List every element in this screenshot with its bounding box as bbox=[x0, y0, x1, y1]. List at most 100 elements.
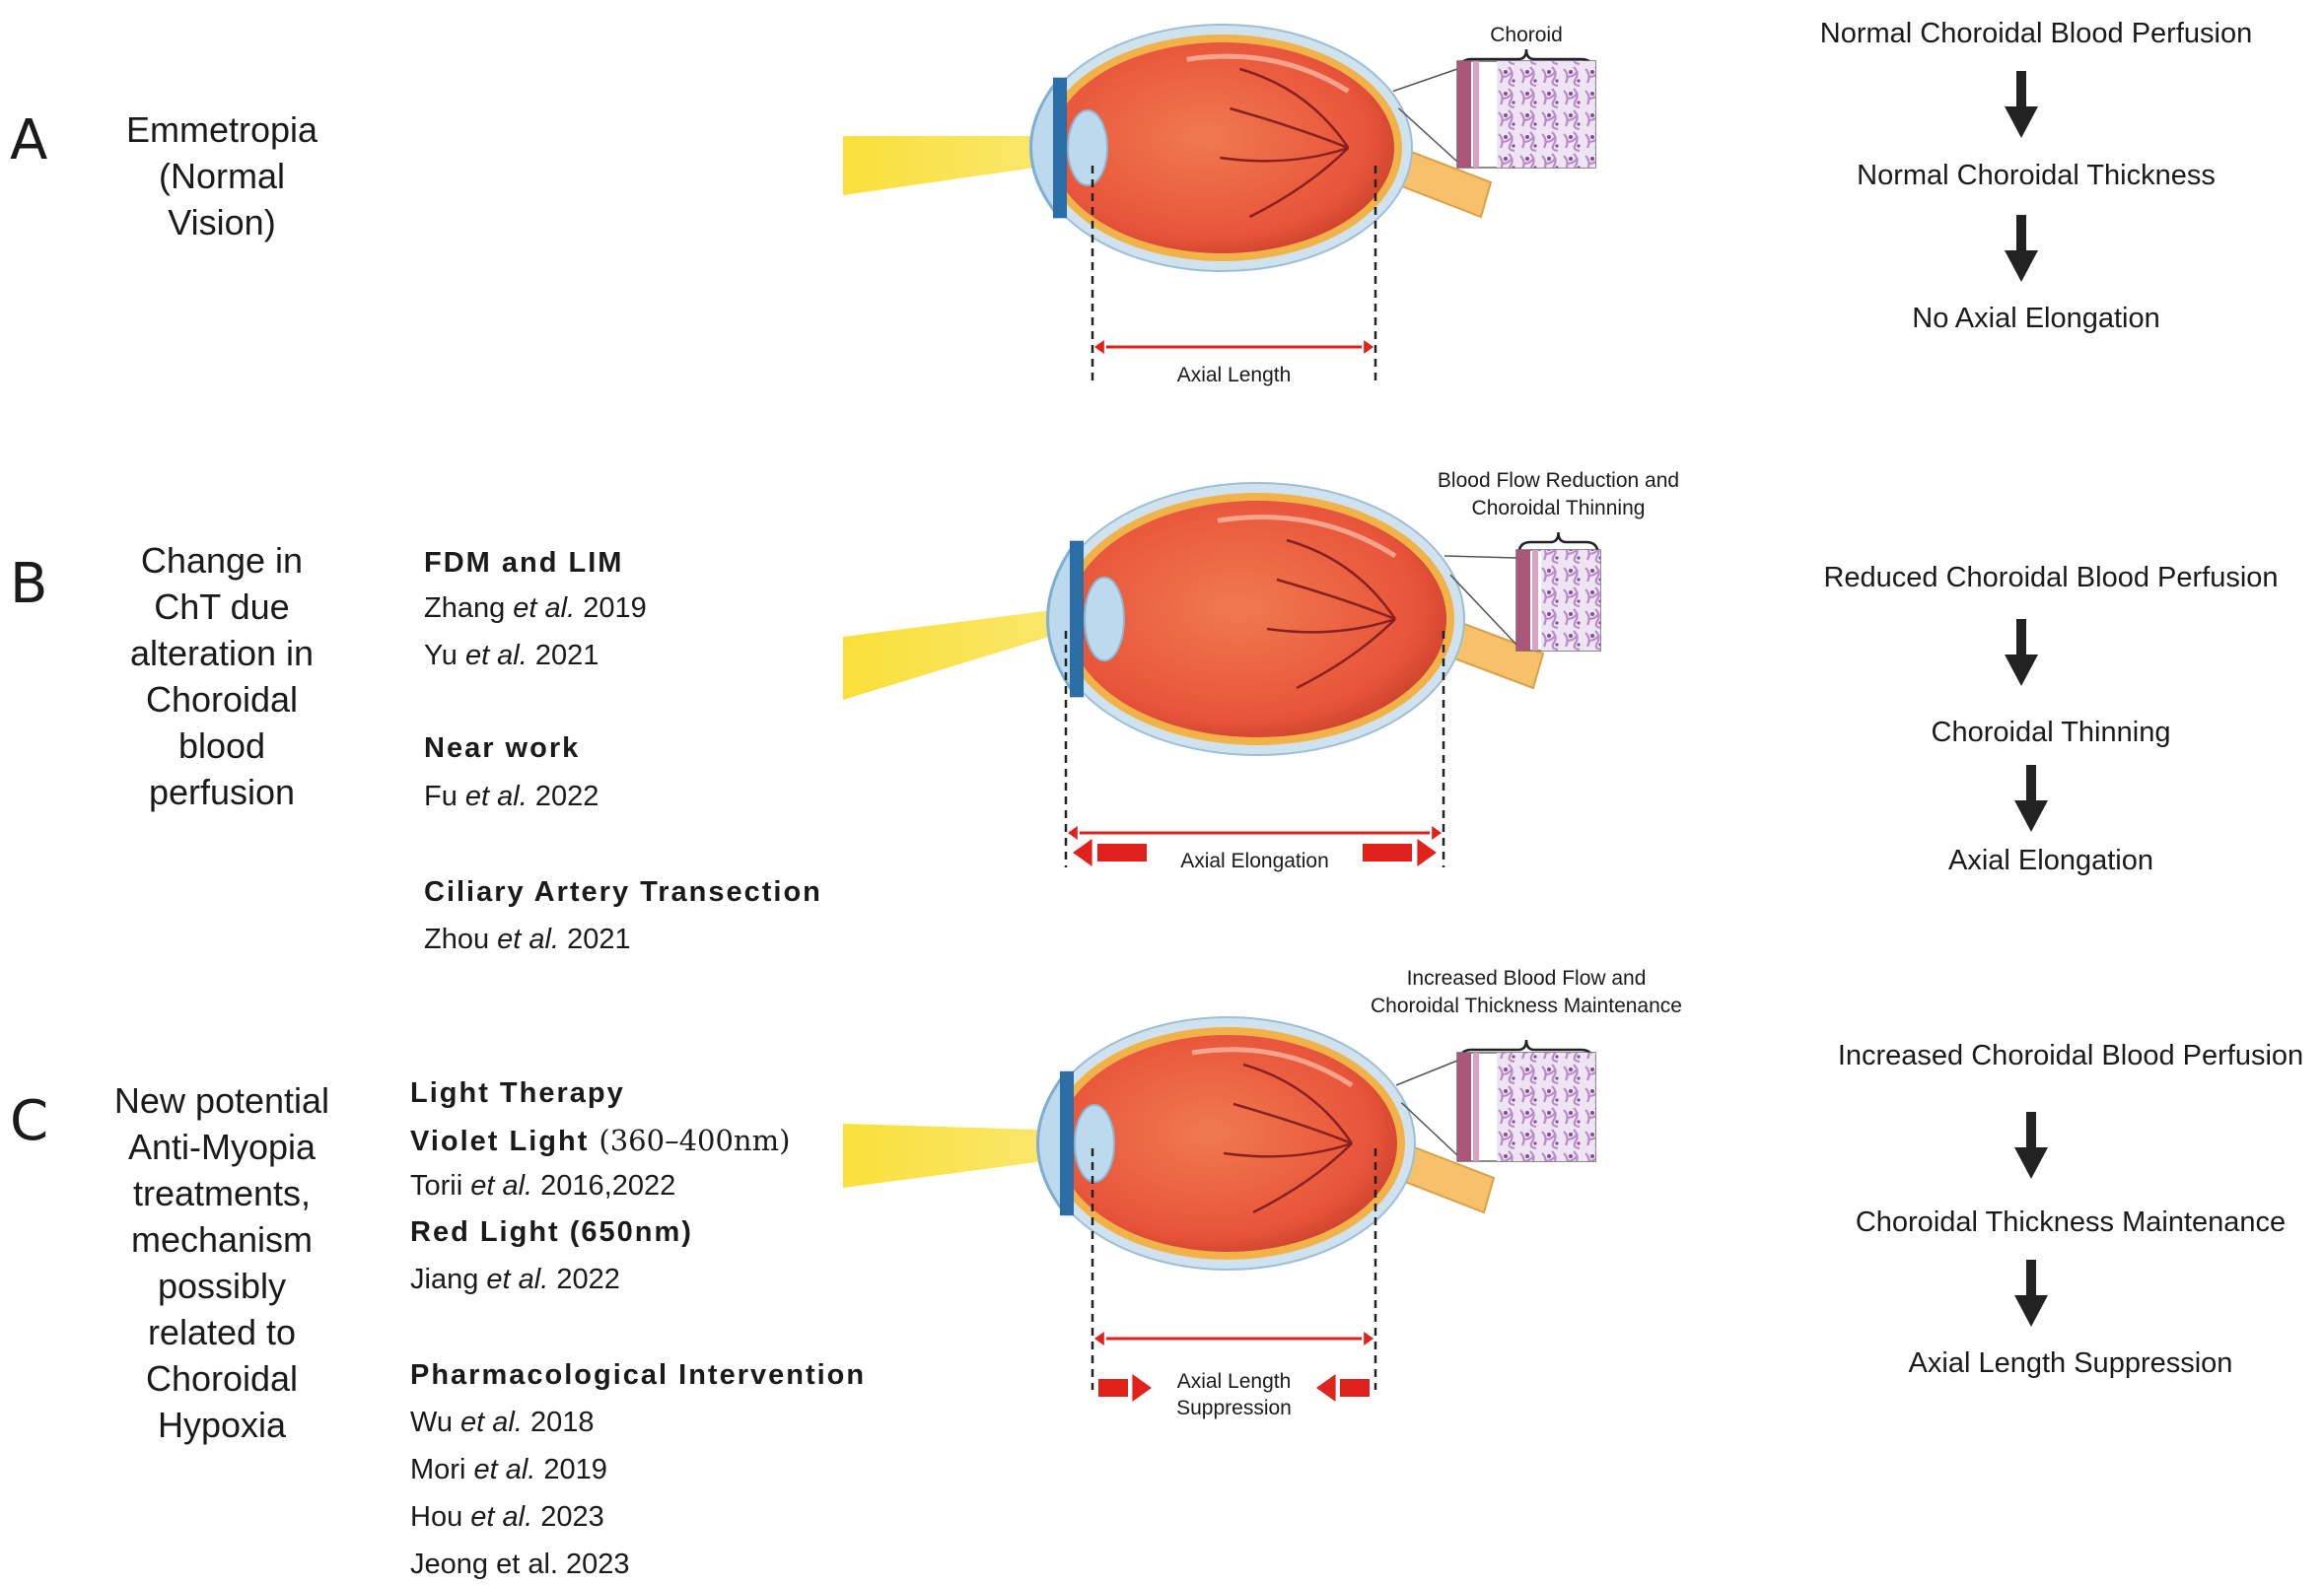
reference-citation: Zhang et al. 2019 bbox=[424, 592, 647, 625]
reference-citation: Torii et al. 2016,2022 bbox=[410, 1170, 675, 1203]
down-arrow-icon bbox=[2014, 765, 2048, 832]
blood-vessel bbox=[1276, 578, 1396, 621]
blood-vessel bbox=[1239, 67, 1350, 149]
author: Jiang bbox=[410, 1264, 479, 1295]
blood-vessel bbox=[1252, 1142, 1353, 1214]
panel-title-line: New potential bbox=[113, 1080, 330, 1121]
reference-citation: Fu et al. 2022 bbox=[424, 781, 599, 813]
reference-heading-text: Near work bbox=[424, 732, 581, 764]
panel-title-line: (Normal bbox=[158, 156, 285, 196]
blood-vessel bbox=[1232, 1102, 1353, 1145]
blood-vessel bbox=[1266, 617, 1396, 634]
panel-title-line: Emmetropia bbox=[125, 109, 318, 150]
panel-title-line: ChT due bbox=[154, 586, 290, 627]
blood-vessel bbox=[1220, 146, 1349, 163]
reference-citation: Jiang et al. 2022 bbox=[410, 1264, 620, 1296]
down-arrow-icon bbox=[2005, 215, 2038, 282]
vitreous-body bbox=[1068, 501, 1446, 737]
et-al: et al. bbox=[513, 592, 576, 624]
panel-title-line: Hypoxia bbox=[157, 1405, 287, 1445]
year: 2019 bbox=[575, 592, 647, 624]
et-al: et al. bbox=[460, 1407, 523, 1438]
axis-label: Axial Elongation bbox=[1107, 848, 1403, 874]
lens bbox=[1067, 109, 1108, 186]
reference-heading: Violet Light (360–400nm) bbox=[410, 1124, 790, 1158]
author: Fu bbox=[424, 781, 458, 812]
reference-citation: Zhou et al. 2021 bbox=[424, 924, 631, 956]
blood-vessel bbox=[1286, 538, 1397, 620]
vitreous-body bbox=[1051, 42, 1394, 253]
reference-citation: Yu et al. 2021 bbox=[424, 640, 599, 672]
iris bbox=[1053, 77, 1067, 219]
panel-title-line: Choroidal bbox=[145, 1358, 299, 1399]
et-al: et al. bbox=[473, 1454, 536, 1485]
year: 2022 bbox=[548, 1264, 620, 1295]
double-arrow-icon bbox=[1094, 1332, 1373, 1402]
panel-title-line: related to bbox=[147, 1312, 297, 1352]
panel-title-line: blood bbox=[177, 725, 266, 766]
reference-heading-text: Ciliary Artery Transection bbox=[424, 876, 822, 908]
flow-step: Increased Choroidal Blood Perfusion bbox=[1837, 1040, 2304, 1071]
flow-step: No Axial Elongation bbox=[1912, 303, 2160, 334]
citation-text: Jeong et al. 2023 bbox=[410, 1549, 630, 1580]
wavelength-range: (360–400nm) bbox=[599, 1124, 791, 1157]
reference-heading: FDM and LIM bbox=[424, 547, 623, 580]
reference-heading: Pharmacological Intervention bbox=[410, 1359, 866, 1392]
panel-c-graphics bbox=[843, 1016, 2048, 1402]
year: 2022 bbox=[527, 781, 599, 812]
author: Wu bbox=[410, 1407, 453, 1438]
axis-label-line: Axial Length bbox=[1176, 1370, 1292, 1393]
brace bbox=[1457, 48, 1595, 74]
axis-label-line: Suppression bbox=[1176, 1397, 1292, 1419]
vitreous-body bbox=[1058, 1035, 1397, 1252]
panel-letter: A bbox=[10, 108, 48, 172]
reference-citation: Jeong et al. 2023 bbox=[410, 1549, 630, 1581]
blood-vessel bbox=[1242, 1063, 1354, 1144]
axis-label-line: Axial Elongation bbox=[1180, 850, 1329, 872]
down-arrow-icon bbox=[2005, 619, 2038, 686]
down-arrow-icon bbox=[2014, 1260, 2048, 1327]
inset-label-line: Choroidal Thickness Maintenance bbox=[1371, 995, 1682, 1017]
light-beam bbox=[843, 607, 1405, 700]
reference-heading: Near work bbox=[424, 732, 580, 765]
reference-heading-text: FDM and LIM bbox=[424, 547, 624, 579]
iris bbox=[1070, 540, 1084, 698]
inset-label-line: Increased Blood Flow and bbox=[1406, 967, 1647, 990]
inset-label: Choroid bbox=[1329, 22, 1724, 49]
reference-heading-text: Pharmacological Intervention bbox=[410, 1359, 867, 1391]
panel-title-line: possibly bbox=[157, 1266, 287, 1306]
lens bbox=[1074, 1104, 1115, 1183]
flow-step: Axial Length Suppression bbox=[1908, 1347, 2233, 1379]
year: 2019 bbox=[535, 1454, 607, 1485]
reference-citation: Wu et al. 2018 bbox=[410, 1407, 595, 1439]
author: Mori bbox=[410, 1454, 466, 1485]
panel-title-line: mechanism bbox=[130, 1219, 314, 1260]
inset-label-line: Choroid bbox=[1490, 24, 1563, 46]
cornea bbox=[1046, 542, 1077, 696]
panel-title-line: Choroidal bbox=[145, 679, 299, 720]
panel-title-line: Vision) bbox=[168, 202, 276, 242]
flow-step: Axial Elongation bbox=[1948, 845, 2153, 876]
reference-heading: Ciliary Artery Transection bbox=[424, 876, 822, 909]
panel-title-line: Change in bbox=[140, 540, 304, 581]
reference-citation: Hou et al. 2023 bbox=[410, 1501, 604, 1534]
double-arrow-icon bbox=[1068, 826, 1442, 866]
eye-cross-section-icon bbox=[843, 24, 1493, 272]
year: 2023 bbox=[532, 1501, 604, 1533]
reference-heading-text: Light Therapy bbox=[410, 1077, 625, 1109]
et-al: et al. bbox=[464, 781, 528, 812]
et-al: et al. bbox=[497, 924, 560, 955]
iris bbox=[1060, 1070, 1074, 1216]
brace bbox=[1516, 531, 1600, 557]
year: 2021 bbox=[559, 924, 631, 955]
author: Yu bbox=[424, 640, 458, 671]
flow-step: Normal Choroidal Thickness bbox=[1857, 160, 2216, 191]
author: Hou bbox=[410, 1501, 463, 1533]
cornea bbox=[1036, 1072, 1067, 1214]
et-al: et al. bbox=[470, 1170, 533, 1202]
panel-title-line: alteration in bbox=[129, 633, 315, 673]
